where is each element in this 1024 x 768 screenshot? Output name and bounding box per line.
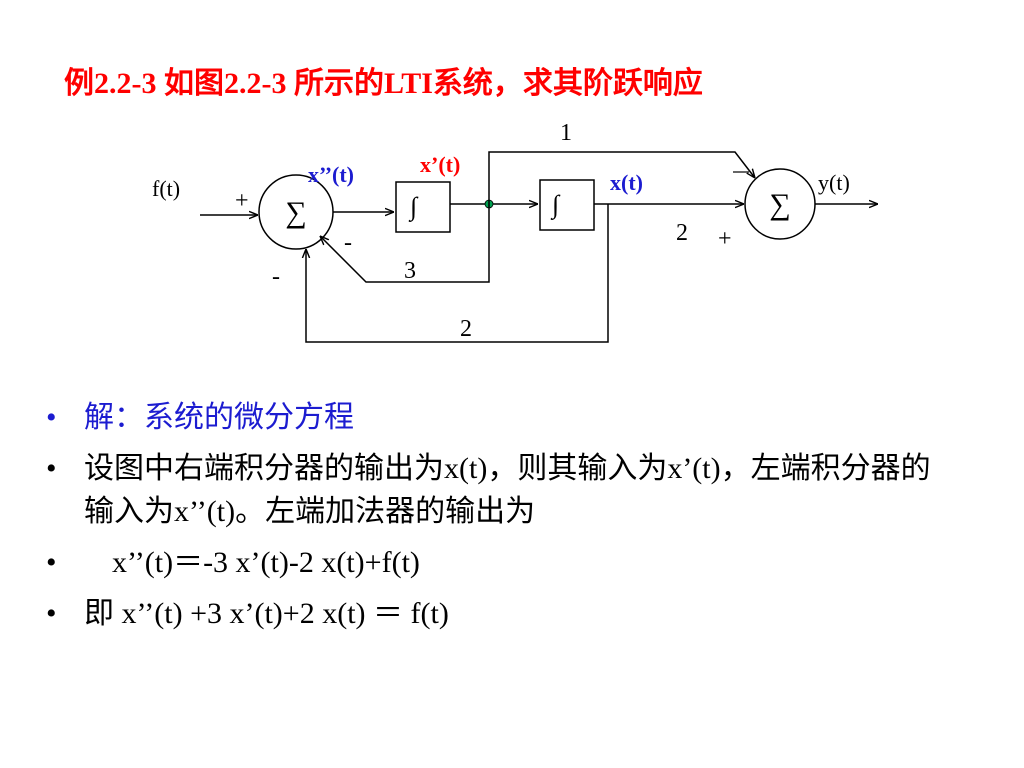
- integrator-1: [395, 181, 451, 233]
- bullet-marker: •: [46, 546, 57, 579]
- bullet-text: 解：系统的微分方程: [84, 401, 354, 434]
- bullet-marker: •: [46, 597, 57, 630]
- input-label: f(t): [152, 176, 180, 201]
- feedback-path-2: [306, 204, 609, 343]
- integrator-2-symbol: ∫: [550, 190, 561, 220]
- right-sum-symbol: ∑: [769, 188, 790, 221]
- x-label: x(t): [610, 170, 643, 195]
- feedforward-path: [488, 151, 755, 204]
- gain-1: 1: [560, 120, 572, 146]
- gain-2-bottom: 2: [460, 316, 472, 342]
- gain-3: 3: [404, 258, 416, 284]
- bullet-equation-1: • x’’(t)＝-3 x’(t)-2 x(t)+f(t): [40, 541, 940, 584]
- x-prime-label: x’(t): [420, 152, 460, 177]
- bullet-explanation: • 设图中右端积分器的输出为x(t)，则其输入为x’(t)，左端积分器的输入为x…: [40, 447, 940, 533]
- plus-sign-input: +: [235, 188, 249, 214]
- minus-sign-3: -: [344, 230, 352, 256]
- integrator-2: [539, 179, 595, 231]
- bullet-marker: •: [46, 452, 57, 485]
- bullet-text: 即 x’’(t) +3 x’(t)+2 x(t) ＝ f(t): [84, 597, 449, 630]
- integrator-1-symbol: ∫: [408, 192, 419, 222]
- left-sum-symbol: ∑: [285, 196, 306, 229]
- gain-2-right: 2: [676, 220, 688, 246]
- feedback-path-3: [320, 204, 490, 283]
- solution-bullets: • 解：系统的微分方程 • 设图中右端积分器的输出为x(t)，则其输入为x’(t…: [40, 396, 940, 643]
- slide-title: 例2.2-3 如图2.2-3 所示的LTI系统，求其阶跃响应: [64, 67, 703, 100]
- block-diagram: f(t) + ∑ x’’(t) ∫ x’(t) ∫ x(t) 2 + 1 ∑ y…: [152, 120, 878, 343]
- bullet-solution-heading: • 解：系统的微分方程: [40, 396, 940, 439]
- x-double-prime-label: x’’(t): [308, 162, 354, 187]
- output-label: y(t): [818, 170, 850, 195]
- bullet-text: x’’(t)＝-3 x’(t)-2 x(t)+f(t): [112, 546, 420, 579]
- bullet-equation-2: • 即 x’’(t) +3 x’(t)+2 x(t) ＝ f(t): [40, 592, 940, 635]
- bullet-marker: •: [46, 401, 57, 434]
- minus-sign-2: -: [272, 264, 280, 290]
- plus-sign-output: +: [718, 226, 732, 252]
- bullet-text: 设图中右端积分器的输出为x(t)，则其输入为x’(t)，左端积分器的输入为x’’…: [84, 452, 931, 528]
